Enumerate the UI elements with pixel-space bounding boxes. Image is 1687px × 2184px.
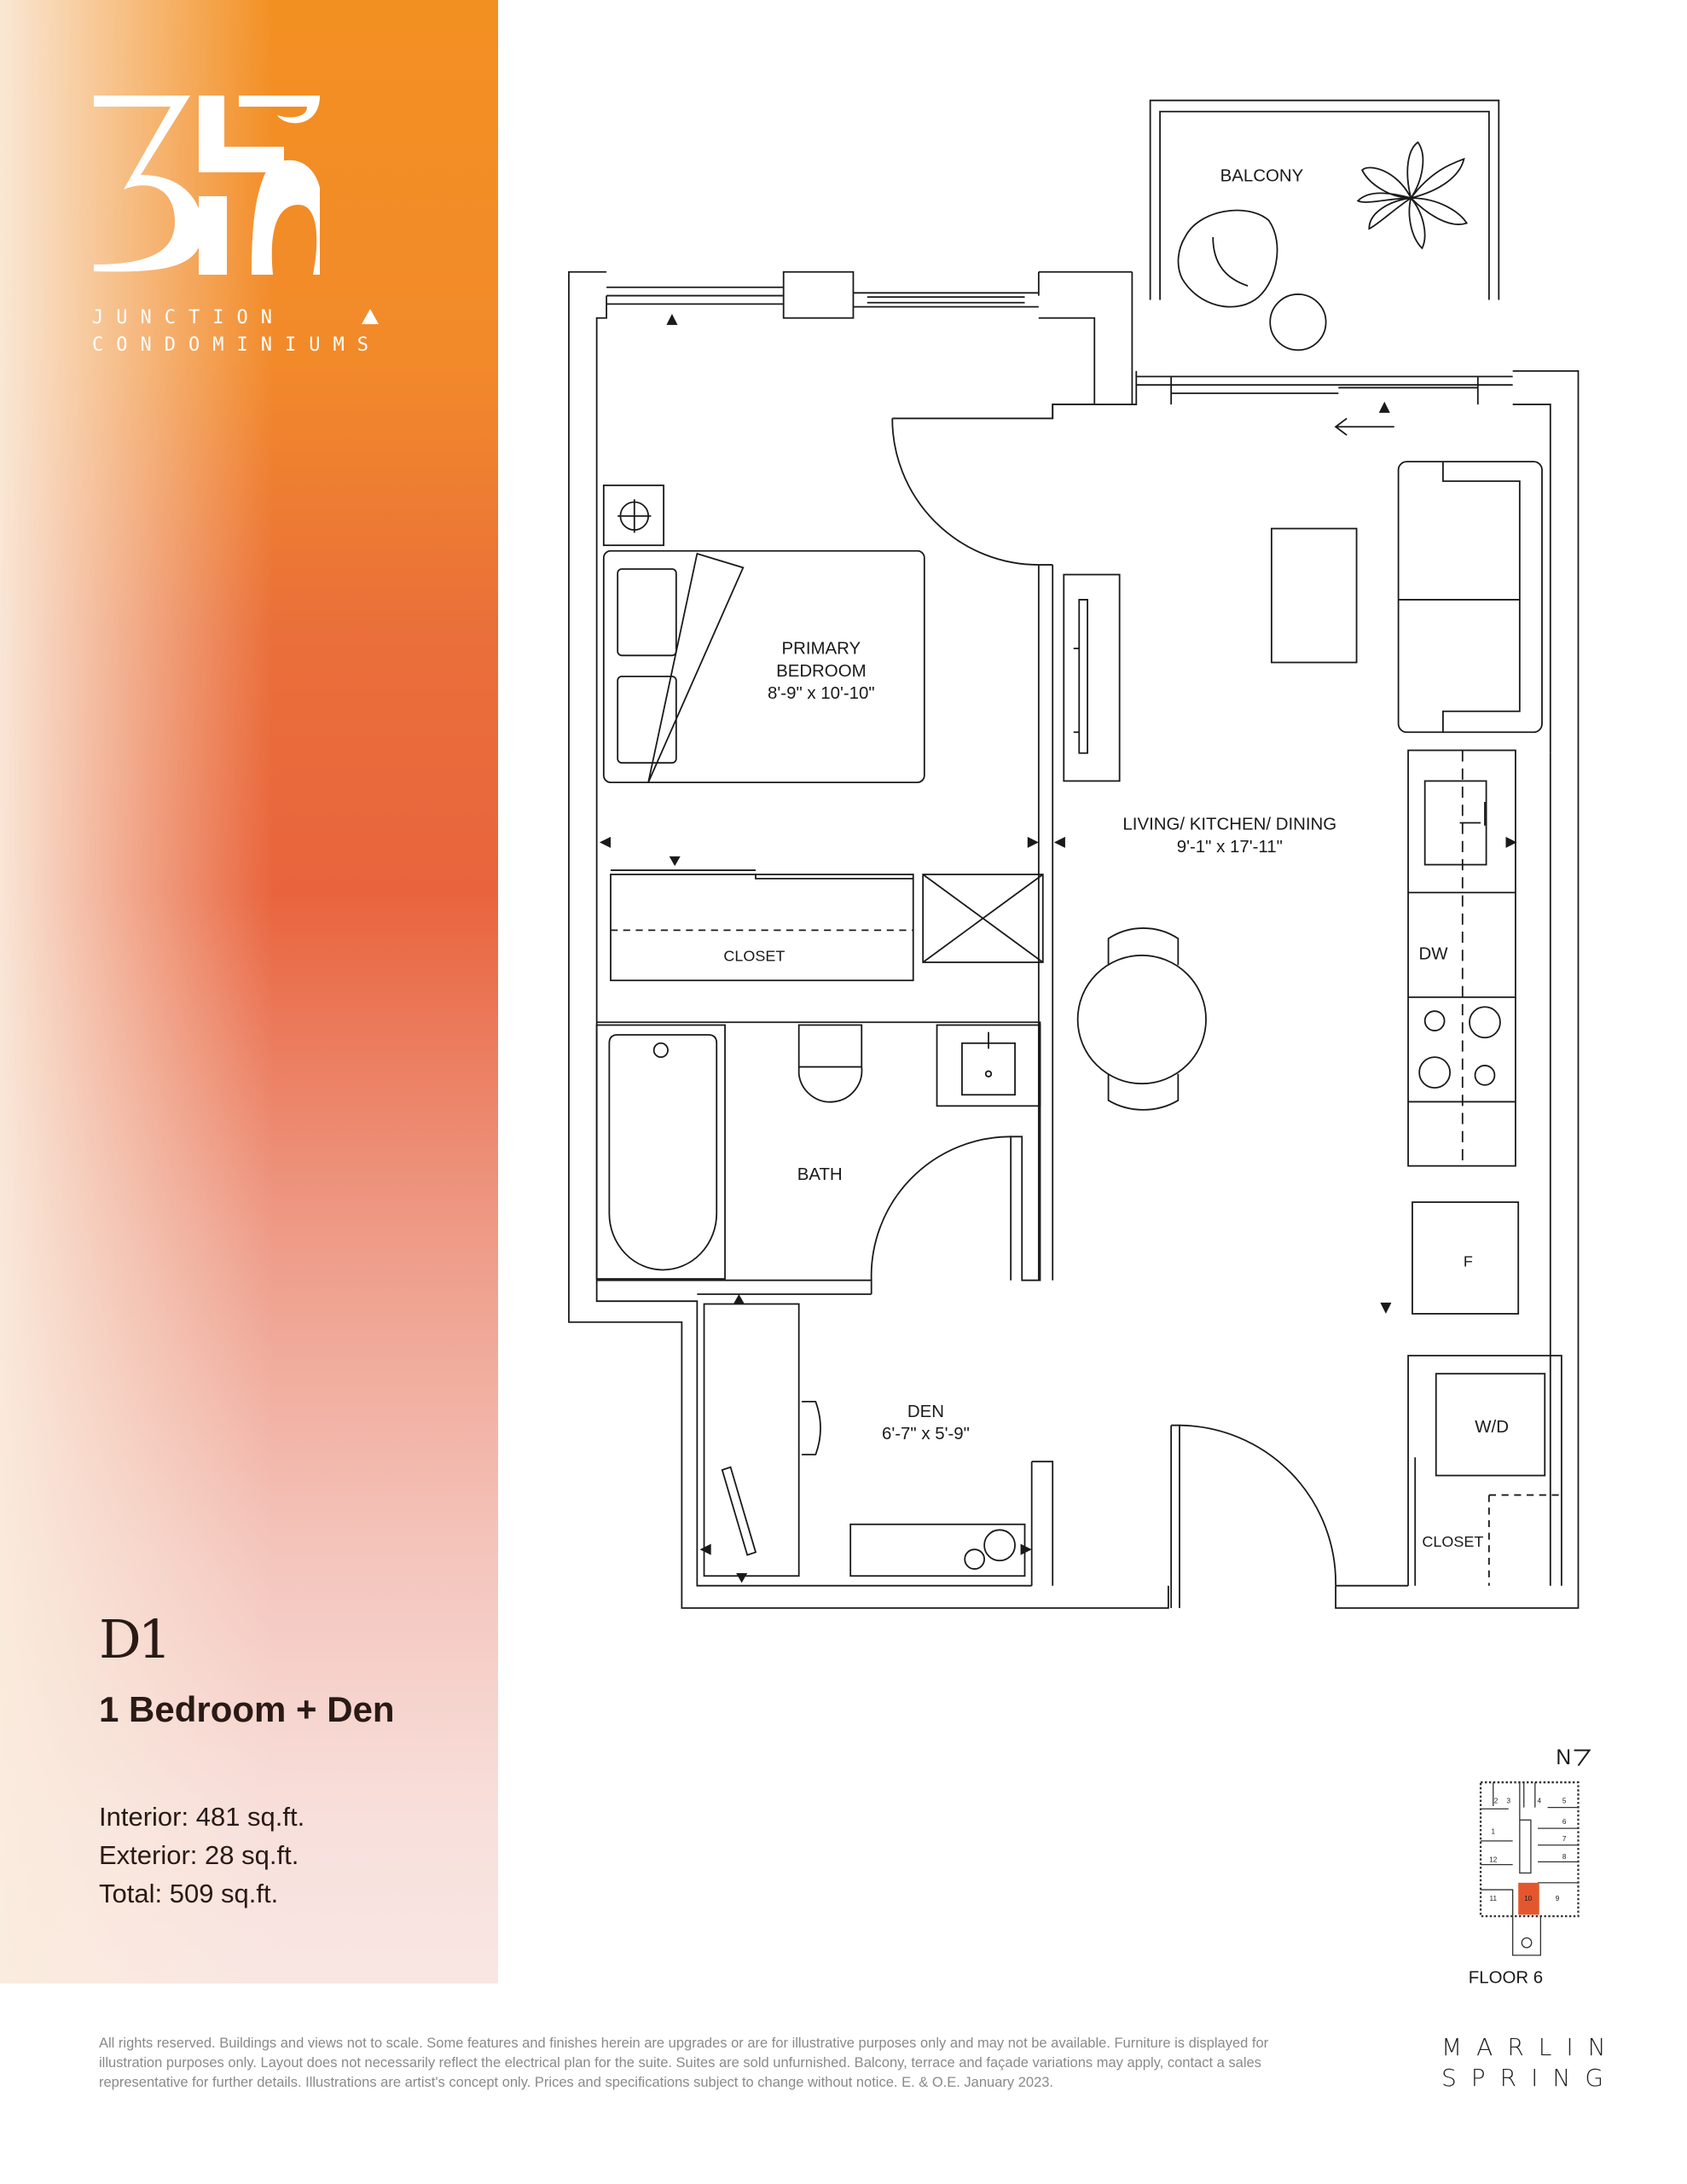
label-fridge: F	[1464, 1252, 1473, 1269]
fridge	[1412, 1201, 1520, 1315]
keyplate-unit-5: 5	[1562, 1798, 1567, 1805]
keyplate-unit-8: 8	[1562, 1853, 1567, 1861]
den-furniture	[703, 1303, 1026, 1577]
tv-console	[1063, 573, 1121, 782]
keyplate-unit-6: 6	[1562, 1818, 1567, 1826]
bathtub	[595, 1024, 726, 1280]
label-living: LIVING/ KITCHEN/ DINING	[1122, 816, 1336, 834]
keyplate-unit-11: 11	[1490, 1895, 1498, 1902]
plant-icon	[1356, 141, 1469, 250]
selected-unit-highlight	[1518, 1882, 1539, 1915]
washer-dryer	[1435, 1373, 1546, 1477]
triangle-icon	[362, 309, 379, 324]
bed	[602, 549, 925, 783]
label-living-dims: 9'-1" x 17'-11"	[1177, 838, 1283, 857]
doors	[870, 418, 1336, 1608]
spec-exterior: Exterior: 28 sq.ft.	[99, 1840, 299, 1870]
keyplate-unit-3: 3	[1506, 1798, 1510, 1805]
dining-table	[1076, 954, 1207, 1085]
walls	[568, 270, 1580, 1609]
dimension-markers	[599, 313, 1517, 1583]
unit-type: 1 Bedroom + Den	[99, 1689, 395, 1729]
developer-line-1: MARLIN	[1441, 2033, 1620, 2061]
toilet	[797, 1024, 863, 1103]
floor-label: FLOOR 6	[1469, 1969, 1543, 1988]
label-bedroom-line2: BEDROOM	[776, 662, 867, 681]
label-washer-dryer: W/D	[1475, 1418, 1509, 1437]
closet-bedroom	[610, 874, 914, 982]
keyplate-unit-4: 4	[1537, 1798, 1541, 1805]
desk-chair	[801, 1401, 821, 1455]
entry-door-leaf	[1170, 1424, 1180, 1608]
keyplate-unit-1: 1	[1492, 1828, 1496, 1836]
brand-line-junction: JUNCTION	[92, 307, 285, 328]
keyplate-unit-12: 12	[1489, 1856, 1498, 1863]
spec-total: Total: 509 sq.ft.	[99, 1879, 279, 1908]
entry-door-swing	[1179, 1424, 1336, 1586]
linen-closet	[922, 874, 1044, 963]
shelf	[849, 1523, 1026, 1577]
brand-panel: JUNCTION CONDOMINIUMS D1 1 Bedroom + Den…	[0, 0, 498, 1984]
balcony	[1149, 99, 1500, 351]
label-den-dims: 6'-7" x 5'-9"	[882, 1425, 970, 1443]
brand-line-condominiums: CONDOMINIUMS	[92, 334, 381, 356]
label-dishwasher: DW	[1418, 945, 1448, 964]
bath-fixtures	[595, 1024, 1041, 1280]
label-closet-2: CLOSET	[1422, 1533, 1483, 1550]
unit-code: D1	[99, 1608, 171, 1670]
label-bath: BATH	[797, 1165, 843, 1184]
spec-interior: Interior: 481 sq.ft.	[99, 1802, 305, 1832]
disclaimer-text: All rights reserved. Buildings and views…	[99, 2036, 1269, 2090]
label-bedroom-dims: 8'-9" x 10'-10"	[768, 684, 875, 703]
bath-door-swing	[870, 1136, 1012, 1281]
label-balcony: BALCONY	[1220, 167, 1304, 186]
nightstand	[602, 484, 665, 547]
keyplate-unit-10: 10	[1524, 1895, 1533, 1902]
bedroom-door-swing	[891, 418, 1039, 566]
project-logo	[94, 96, 320, 275]
desk	[703, 1303, 800, 1577]
sofa	[1397, 461, 1543, 734]
north-arrow-icon	[1574, 1749, 1591, 1767]
coffee-table	[1270, 527, 1358, 664]
keyplate-unit-2: 2	[1494, 1798, 1499, 1805]
north-label: N	[1556, 1746, 1571, 1769]
bedroom-furniture	[602, 484, 1044, 982]
label-bedroom-line1: PRIMARY	[782, 640, 861, 659]
vanity	[936, 1024, 1041, 1107]
living-furniture	[1063, 417, 1543, 1111]
developer-logo: MARLIN SPRING	[1441, 2032, 1620, 2094]
kitchen	[1407, 749, 1562, 1586]
keyplate: N 2 3 4 5 1 6 7 8 12 10 9 11 FLOOR 6	[1469, 1746, 1591, 1988]
keyplate-unit-9: 9	[1556, 1895, 1560, 1902]
lounge-chair	[1177, 209, 1278, 308]
label-closet: CLOSET	[723, 947, 785, 964]
keyplate-unit-7: 7	[1562, 1835, 1567, 1843]
ottoman	[1269, 293, 1327, 351]
kitchen-sink	[1423, 780, 1487, 866]
developer-line-2: SPRING	[1441, 2064, 1619, 2092]
label-den: DEN	[907, 1403, 944, 1421]
